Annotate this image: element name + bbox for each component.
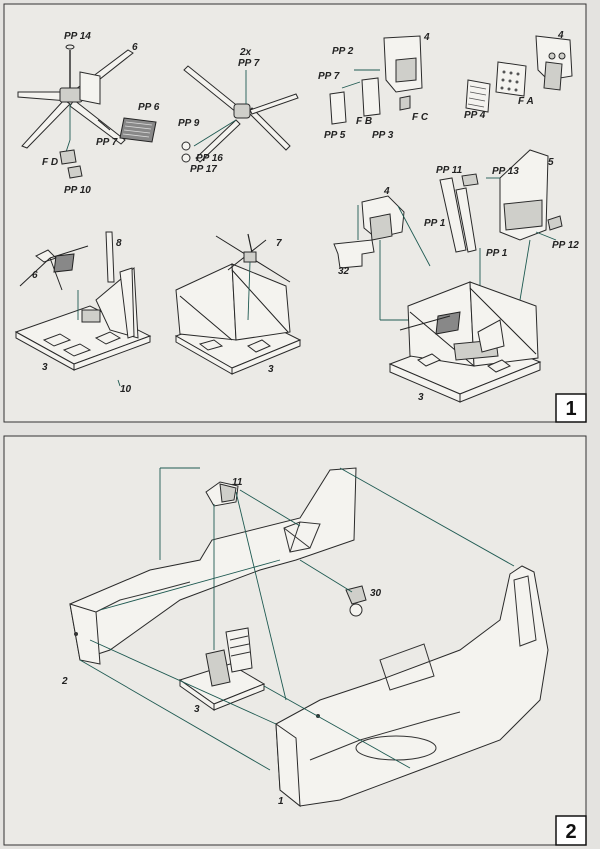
label-part-8: 8 [116, 238, 122, 249]
label-pp3: PP 3 [372, 130, 394, 141]
label-pp5: PP 5 [324, 130, 346, 141]
label-pp6: PP 6 [138, 102, 160, 113]
pp6-mesh [119, 117, 157, 143]
canopy-part-11 [205, 481, 239, 507]
label-pp9: PP 9 [178, 118, 200, 129]
label-part-4-a: 4 [423, 32, 430, 43]
label-pp11: PP 11 [436, 165, 463, 176]
label-part-1: 1 [278, 796, 284, 807]
label-fc: F C [412, 112, 429, 123]
fuselage-right-half-part-1 [275, 565, 549, 808]
label-part-6-left: 6 [32, 270, 38, 281]
cockpit-floor-left [14, 231, 152, 387]
label-pp7-center: PP 7 [238, 58, 260, 69]
label-pp7-left: PP 7 [96, 137, 118, 148]
label-pp7-right: PP 7 [318, 71, 340, 82]
cockpit-floor-right [388, 281, 542, 403]
step-1-number-box: 1 [555, 393, 587, 423]
step-1-number: 1 [565, 398, 576, 420]
label-part-5: 5 [548, 157, 554, 168]
fuselage-left-half-part-2 [69, 467, 357, 665]
cockpit-floor-middle [174, 233, 302, 375]
label-pp2: PP 2 [332, 46, 354, 57]
label-2x: 2x [239, 47, 252, 58]
label-pp10: PP 10 [64, 185, 91, 196]
label-part-3-step2: 3 [194, 704, 200, 715]
seat-part-5 [439, 149, 563, 253]
label-part-32: 32 [338, 266, 350, 277]
step-2-number: 2 [565, 821, 576, 843]
tailwheel-part-30 [345, 585, 367, 617]
label-pp14: PP 14 [64, 31, 91, 42]
label-part-4-b: 4 [557, 30, 564, 41]
label-part-3-right: 3 [418, 392, 424, 403]
label-part-3-left: 3 [42, 362, 48, 373]
label-fb: F B [356, 116, 372, 127]
instrument-panel-part-4-a [329, 35, 423, 125]
label-part-6-top: 6 [132, 42, 138, 53]
step-2-guide-lines [79, 467, 515, 771]
instrument-frame-part-6 [17, 44, 157, 179]
rudder-pedal-part-7 [181, 65, 299, 163]
label-part-4-c: 4 [383, 186, 390, 197]
step-2-panel: 2 11 30 3 [3, 435, 587, 846]
step-1-panel: PP 14 6 PP 6 PP 7 F D PP 10 2x PP 7 PP 9… [3, 3, 587, 423]
step-2-number-box: 2 [555, 815, 587, 846]
label-part-2: 2 [61, 676, 68, 687]
label-part-10: 10 [120, 384, 132, 395]
label-pp4: PP 4 [464, 110, 486, 121]
instrument-panel-part-4-b [465, 35, 573, 113]
label-fa: F A [518, 96, 534, 107]
label-part-7-middle: 7 [276, 238, 282, 249]
label-pp1-a: PP 1 [424, 218, 446, 229]
label-pp17: PP 17 [190, 164, 217, 175]
label-part-11: 11 [232, 477, 243, 488]
label-fd: F D [42, 157, 58, 168]
label-pp12: PP 12 [552, 240, 579, 251]
label-pp16: PP 16 [196, 153, 223, 164]
label-part-30: 30 [370, 588, 382, 599]
label-pp13: PP 13 [492, 166, 519, 177]
panel-part-4-and-32 [333, 195, 531, 321]
cockpit-tub-part-3 [178, 627, 266, 711]
label-pp1-b: PP 1 [486, 248, 508, 259]
label-part-3-middle: 3 [268, 364, 274, 375]
